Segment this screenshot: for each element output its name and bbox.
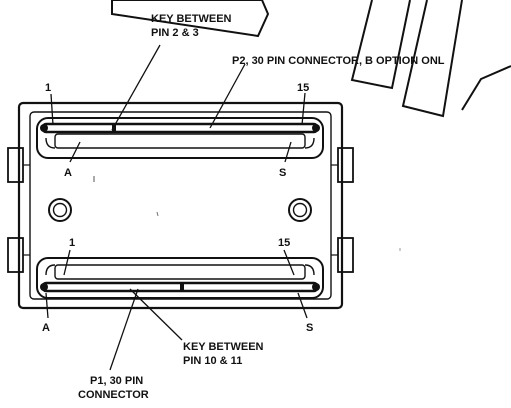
leader-top-pin15 [301, 92, 306, 126]
connector-housing [7, 101, 354, 310]
latch-left-top [7, 147, 24, 183]
leader-p1 [109, 288, 139, 371]
pin-bottom-right-letter: S [306, 322, 313, 334]
pin-bottom-right-number: 15 [278, 237, 290, 249]
p2-corner-dot-left [40, 124, 48, 132]
leader-bottom-pin1 [63, 249, 71, 276]
paper-overlay-right-edge [461, 65, 511, 111]
leader-top-pin1 [50, 93, 54, 126]
latch-right-bottom [337, 237, 354, 273]
mount-hole-right [288, 198, 312, 222]
leader-lines [45, 44, 308, 371]
p1-pin-row-a [54, 264, 306, 280]
leader-key-top [111, 44, 161, 131]
paper-overlays [111, 0, 511, 118]
pin-top-left-letter: A [64, 167, 72, 179]
p1-shell [36, 257, 324, 299]
p1-corner-dot-left [40, 283, 48, 291]
latch-left-bottom [7, 237, 24, 273]
leader-key-bottom [129, 288, 183, 341]
p1-corner-dot-right [312, 283, 320, 291]
paper-overlay-right [401, 0, 463, 118]
paper-overlay-left [111, 0, 270, 38]
latch-right-top [337, 147, 354, 183]
leader-top-pinS [284, 141, 292, 163]
housing-inner [29, 111, 332, 300]
pin-top-right-letter: S [279, 167, 286, 179]
pin-top-left-number: 1 [45, 82, 51, 94]
leader-bottom-pin15 [283, 249, 295, 276]
label-p1-line1: P1, 30 PIN [90, 375, 143, 387]
pin-top-right-number: 15 [297, 82, 309, 94]
p2-pin-row-b [54, 133, 306, 149]
mount-hole-left [48, 198, 72, 222]
leader-top-pinA [69, 141, 81, 163]
p2-pin-row-a [41, 122, 319, 134]
connector-p2 [36, 117, 324, 159]
leader-bottom-pinA [45, 292, 49, 319]
pin-bottom-left-number: 1 [69, 237, 75, 249]
label-key-bottom-line2: PIN 10 & 11 [183, 355, 242, 367]
label-key-bottom-line1: KEY BETWEEN [183, 341, 264, 353]
connector-p1 [36, 257, 324, 299]
p2-corner-dot-right [312, 124, 320, 132]
label-key-top-line2: PIN 2 & 3 [151, 27, 199, 39]
label-p1-line2: CONNECTOR [78, 389, 149, 401]
paper-overlay-middle [350, 0, 411, 90]
leader-bottom-pinS [297, 292, 308, 319]
p2-shell [36, 117, 324, 159]
scan-marks [93, 176, 401, 251]
label-key-top-line1: KEY BETWEEN [151, 13, 232, 25]
leader-p2 [209, 63, 246, 129]
label-p2: P2, 30 PIN CONNECTOR, B OPTION ONL [232, 55, 445, 67]
pin-bottom-left-letter: A [42, 322, 50, 334]
housing-outer [17, 101, 344, 310]
